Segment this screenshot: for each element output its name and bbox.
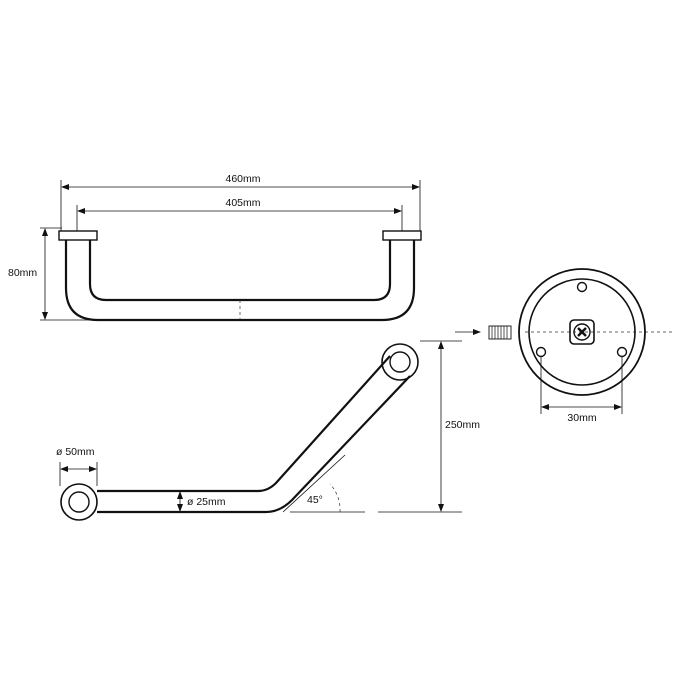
dimension-depth: 80mm xyxy=(8,227,92,321)
angle-label: 45° xyxy=(307,494,323,506)
angled-tube-outer xyxy=(97,375,411,514)
flange-outer-ring xyxy=(518,268,646,396)
dimension-screw-spacing: 30mm xyxy=(540,356,623,424)
left-flange xyxy=(58,230,98,241)
tube-diameter-label: ø 25mm xyxy=(187,496,226,508)
angled-tube-inner xyxy=(97,355,391,493)
angle-arc xyxy=(329,483,341,513)
lower-flange xyxy=(60,483,98,521)
screw-head xyxy=(573,323,591,341)
screw-anchor-icon xyxy=(455,325,512,340)
flange-diameter-label: ø 50mm xyxy=(56,446,95,458)
screw-spacing-label: 30mm xyxy=(567,412,596,424)
dimension-overall-length: 460mm xyxy=(60,173,421,231)
tube-inner xyxy=(88,240,392,302)
upper-flange-inner xyxy=(389,351,411,373)
cross-screw-icon xyxy=(577,327,587,337)
dimension-tube-diameter: ø 25mm xyxy=(177,491,226,512)
screw-head-plate xyxy=(569,319,595,345)
center-length-label: 405mm xyxy=(225,197,260,209)
depth-label: 80mm xyxy=(8,267,37,279)
top-view-rail xyxy=(58,230,422,322)
lower-flange-inner xyxy=(68,491,90,513)
screw-hole-top xyxy=(576,281,588,293)
right-flange xyxy=(382,230,422,241)
screw-hole-right xyxy=(616,346,628,358)
flange-inner-ring xyxy=(528,278,636,386)
dimension-angle: 45° xyxy=(282,454,365,513)
dimension-height: 250mm xyxy=(378,340,480,513)
screw-hole-left xyxy=(535,346,547,358)
height-label: 250mm xyxy=(445,419,480,431)
front-view-rail xyxy=(60,343,419,521)
overall-length-label: 460mm xyxy=(225,173,260,185)
flange-detail xyxy=(518,268,672,396)
dimension-flange-diameter: ø 50mm xyxy=(56,446,98,486)
dimension-center-length: 405mm xyxy=(76,197,403,231)
upper-flange xyxy=(381,343,419,381)
